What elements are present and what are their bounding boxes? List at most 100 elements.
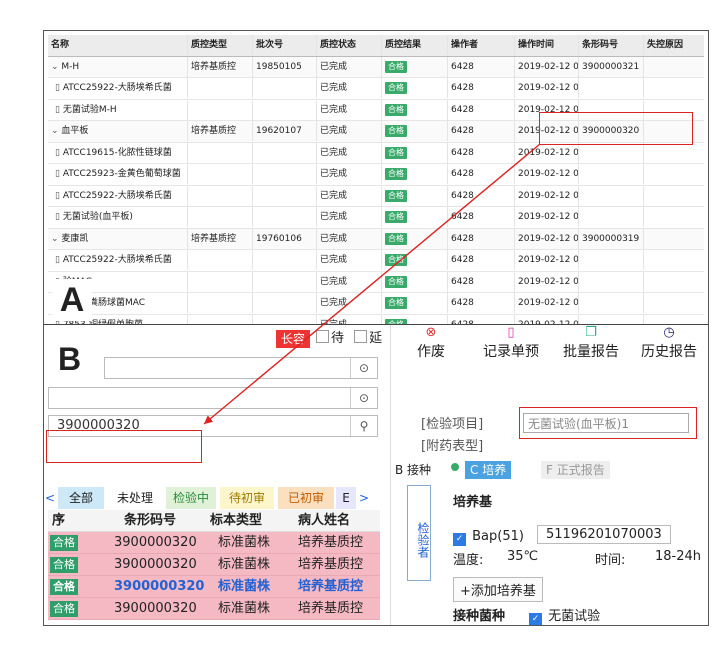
row-state: 已完成 [317,228,382,249]
row-code [579,99,644,120]
row-time: 2019-02-12 0 [515,228,579,249]
side-tab-examiner[interactable]: 检验者 [407,485,431,581]
row-name-text: ATCC25922-大肠埃希氏菌 [62,190,172,201]
row-barcode: 3900000320 [114,557,197,572]
clock-icon[interactable]: ⊙ [350,358,377,378]
tab-all[interactable]: 全部 [58,487,104,509]
result-badge: 合格 [385,189,407,202]
batch-report-button[interactable]: ❐批量报告 [551,325,631,361]
row-result: 合格 [382,293,448,313]
medium-checkbox[interactable]: ✓ [453,533,466,546]
row-batch [253,99,317,120]
medium-row: ✓ Bap(51) [453,529,524,546]
row-op: 6428 [448,293,515,313]
row-result: 合格 [382,207,448,227]
tab-testing[interactable]: 检验中 [166,487,216,509]
row-name-text: 无菌试验M-H [62,104,117,115]
expand-chevron-icon[interactable]: ⌄ [51,233,62,244]
step-inoculate[interactable]: B 接种 [395,463,432,477]
tab-unprocessed[interactable]: 未处理 [116,491,153,505]
link-arrow [203,143,541,425]
barcode-search-value: 3900000320 [57,418,140,433]
clock-icon: ◷ [663,325,675,340]
row-name-text: 麦康凯 [61,233,89,244]
col-header: 质控类型 [188,35,253,55]
step-tabs: B 接种 C 培养 F 正式报告 [391,459,708,481]
row-code [579,185,644,206]
delay-checkbox[interactable] [354,330,368,343]
record-preview-label: 记录单预 [483,344,539,360]
void-button[interactable]: ⊗作废 [391,325,471,361]
row-type [188,142,253,163]
row-result: 合格 [382,56,448,77]
result-badge: 合格 [385,297,407,309]
tab-reviewed[interactable]: 已初审 [278,487,334,509]
row-time: 2019-02-12 0 [515,185,579,206]
wait-checkbox[interactable] [316,330,329,343]
filter-field-2[interactable]: ⊙ [48,387,378,409]
row-name-text: 7853-铜绿假单胞菌 [62,319,143,325]
col-header: 条形码号 [579,35,644,55]
search-icon[interactable]: ⚲ [350,416,377,436]
step-final-report[interactable]: F 正式报告 [541,461,610,479]
strain-checkbox[interactable]: ✓ [529,613,542,625]
status-badge: 合格 [50,601,78,617]
row-batch [253,314,317,324]
qc-table-header: 名称质控类型批次号质控状态质控结果操作者操作时间条形码号失控原因 [48,35,704,57]
filter-field-1[interactable]: ⊙ [104,357,378,379]
row-type [188,99,253,120]
expand-chevron-icon[interactable]: ⌄ [51,61,62,72]
result-badge: 合格 [385,125,407,137]
row-op: 6428 [448,207,515,227]
row-result: 合格 [382,271,448,292]
history-report-button[interactable]: ◷历史报告 [629,325,708,361]
detail-pane: ⊗作废 ▯记录单预 ❐批量报告 ◷历史报告 [检验项目] 无菌试验(血平板)1 … [390,325,708,625]
tab-scroll-right-icon[interactable]: > [358,491,370,505]
row-state: 已完成 [317,293,382,313]
expand-chevron-icon[interactable]: ⌄ [51,126,62,136]
step-culture[interactable]: C 培养 [465,461,512,479]
strain-value: 无菌试验 [548,609,601,624]
row-time: 2019-02-12 0 [515,56,579,77]
row-result: 合格 [382,142,448,163]
record-preview-button[interactable]: ▯记录单预 [471,325,551,361]
row-time: 2019-02-12 0 [515,78,579,98]
tab-more[interactable]: E [336,487,356,509]
status-tabs: < 全部 未处理 检验中 待初审 已初审 E > [44,487,384,509]
sample-list-header: 序 条形码号 标本类型 病人姓名 [48,510,380,532]
row-op: 6428 [448,78,515,98]
row-type [188,207,253,227]
tab-scroll-left-icon[interactable]: < [44,491,56,505]
row-name: ▯ ATCC25922-大肠埃希氏菌 [48,250,188,270]
row-name-text: M-H [61,61,80,72]
add-medium-button[interactable]: +添加培养基 [453,577,543,602]
row-type [188,314,253,324]
row-barcode: 3900000320 [114,601,197,616]
tab-pending-review[interactable]: 待初审 [220,487,274,509]
result-badge: 合格 [385,168,407,180]
clock-icon[interactable]: ⊙ [350,388,377,408]
project-select[interactable]: 无菌试验(血平板)1 [523,413,689,433]
medium-code-field[interactable]: 51196201070003 [537,525,671,544]
result-badge: 合格 [385,60,407,73]
void-icon: ⊗ [425,325,437,340]
result-badge: 合格 [385,318,407,324]
row-op: 6428 [448,185,515,206]
